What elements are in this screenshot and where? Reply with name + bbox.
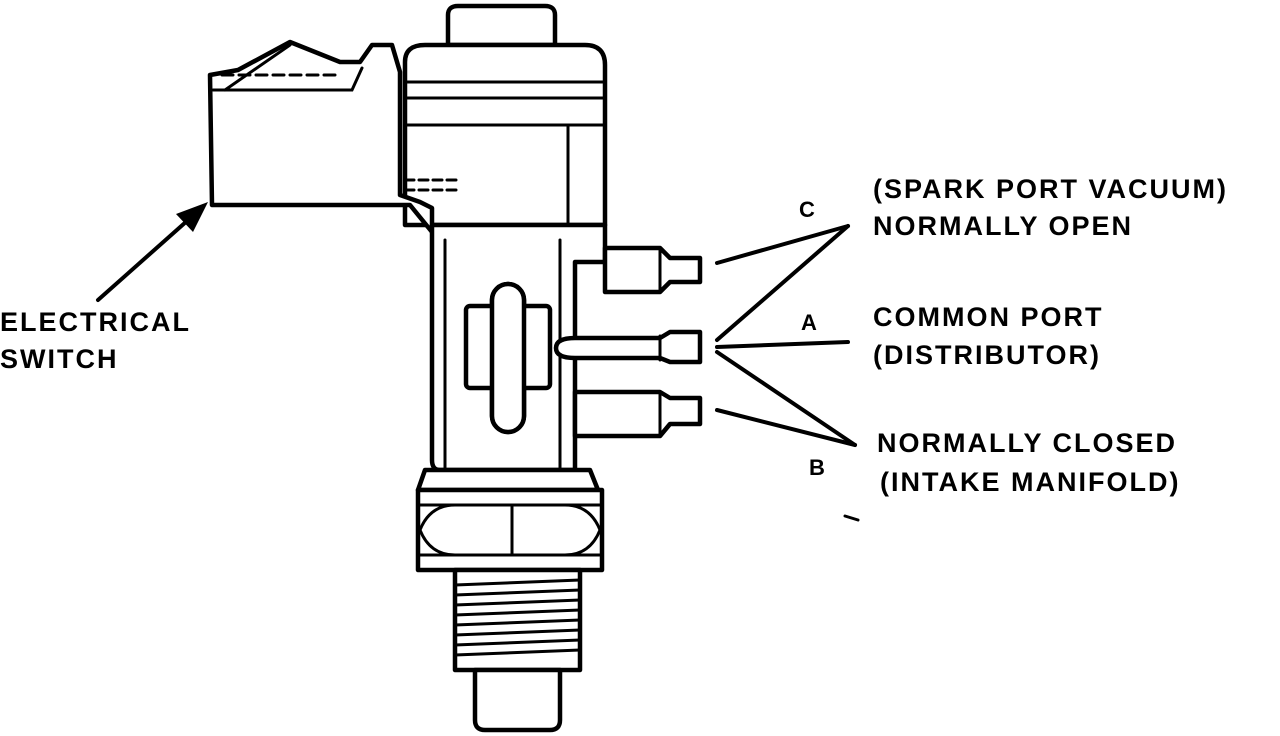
collar [415, 467, 601, 493]
port-a-letter: A [801, 310, 817, 335]
valve-drawing [207, 3, 860, 733]
hex-nut [415, 487, 605, 573]
stem-tip [472, 667, 563, 733]
port-b-label-line2: (INTAKE MANIFOLD) [880, 467, 1180, 497]
leader-lines [715, 224, 857, 447]
port-b-nipple [572, 389, 703, 439]
electrical-switch-label-line2: SWITCH [0, 344, 118, 374]
port-b-label-line1: NORMALLY CLOSED [877, 428, 1177, 458]
port-a-label-line2: (DISTRIBUTOR) [873, 340, 1101, 370]
port-a-nipple [553, 329, 703, 365]
electrical-switch-arrow [96, 202, 208, 302]
port-c-letter: C [799, 197, 815, 222]
port-c-label-line1: (SPARK PORT VACUUM) [873, 174, 1228, 204]
port-c-label-line2: NORMALLY OPEN [873, 211, 1133, 241]
upper-housing [402, 42, 608, 228]
electrical-connector [207, 39, 435, 235]
stray-mark [843, 514, 860, 522]
top-cap [445, 3, 558, 48]
port-b-letter: B [809, 455, 825, 480]
electrical-switch-label-line1: ELECTRICAL [0, 307, 191, 337]
port-a-label-line1: COMMON PORT [873, 302, 1104, 332]
threads [453, 578, 582, 657]
port-c-nipple [602, 245, 703, 295]
